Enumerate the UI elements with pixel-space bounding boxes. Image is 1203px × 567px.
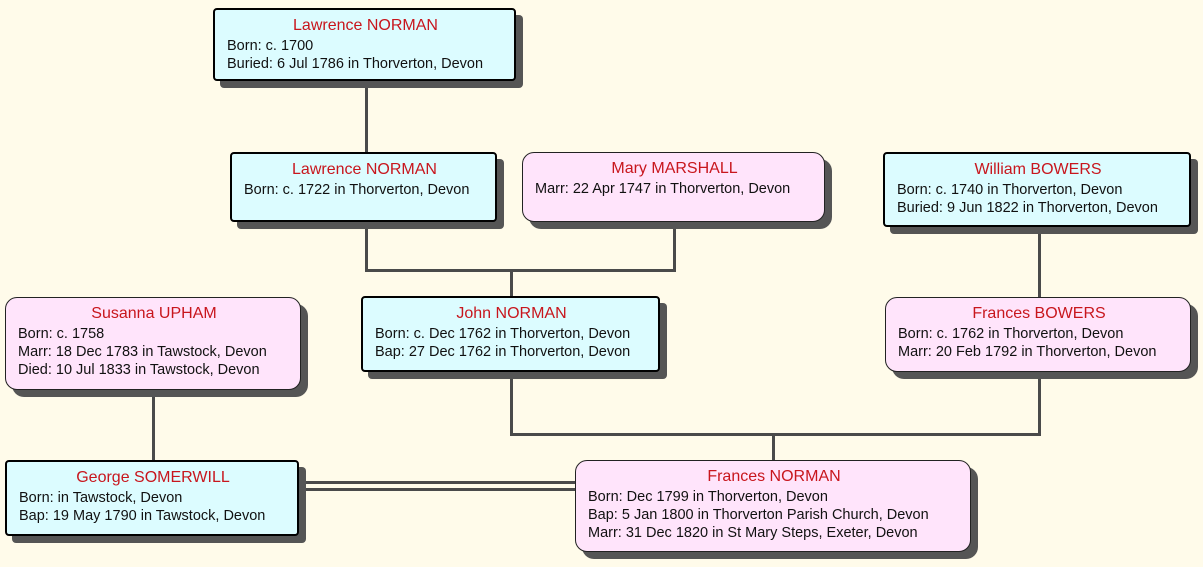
- person-detail: Born: Dec 1799 in Thorverton, Devon: [588, 489, 828, 505]
- connector-line: [1038, 227, 1041, 297]
- person-detail: Born: c. 1758: [18, 326, 105, 342]
- person-name: Lawrence NORMAN: [293, 17, 438, 34]
- person-detail: Marr: 20 Feb 1792 in Thorverton, Devon: [898, 344, 1157, 360]
- person-name: Mary MARSHALL: [611, 160, 738, 177]
- connector-line: [510, 433, 1041, 436]
- person-box-susanna-upham[interactable]: Susanna UPHAM Born: c. 1758 Marr: 18 Dec…: [5, 297, 301, 390]
- connector-line: [1038, 372, 1041, 435]
- person-detail: Marr: 18 Dec 1783 in Tawstock, Devon: [18, 344, 267, 360]
- person-detail: Buried: 9 Jun 1822 in Thorverton, Devon: [897, 200, 1158, 216]
- person-detail: Born: in Tawstock, Devon: [19, 490, 183, 506]
- person-name: John NORMAN: [456, 305, 567, 322]
- person-box-william-bowers[interactable]: William BOWERS Born: c. 1740 in Thorvert…: [883, 152, 1191, 227]
- marriage-line: [300, 481, 576, 484]
- person-box-george-somerwill[interactable]: George SOMERWILL Born: in Tawstock, Devo…: [5, 460, 299, 536]
- person-detail: Bap: 5 Jan 1800 in Thorverton Parish Chu…: [588, 507, 929, 523]
- person-name: Frances NORMAN: [707, 468, 841, 485]
- connector-line: [510, 269, 513, 297]
- person-detail: Bap: 27 Dec 1762 in Thorverton, Devon: [375, 344, 631, 360]
- person-box-lawrence-norman-1722[interactable]: Lawrence NORMAN Born: c. 1722 in Thorver…: [230, 152, 497, 222]
- person-detail: Born: c. 1722 in Thorverton, Devon: [244, 182, 470, 198]
- connector-line: [673, 222, 676, 272]
- connector-line: [365, 83, 368, 153]
- person-detail: Born: c. 1740 in Thorverton, Devon: [897, 182, 1123, 198]
- person-detail: Born: c. 1762 in Thorverton, Devon: [898, 326, 1124, 342]
- person-name: George SOMERWILL: [76, 469, 230, 486]
- marriage-line: [300, 488, 576, 491]
- connector-line: [772, 433, 775, 461]
- person-box-mary-marshall[interactable]: Mary MARSHALL Marr: 22 Apr 1747 in Thorv…: [522, 152, 825, 222]
- person-box-lawrence-norman-1700[interactable]: Lawrence NORMAN Born: c. 1700 Buried: 6 …: [213, 8, 516, 81]
- person-detail: Born: c. Dec 1762 in Thorverton, Devon: [375, 326, 631, 342]
- person-detail: Buried: 6 Jul 1786 in Thorverton, Devon: [227, 56, 484, 72]
- person-detail: Died: 10 Jul 1833 in Tawstock, Devon: [18, 362, 260, 378]
- person-name: Susanna UPHAM: [91, 305, 217, 322]
- person-box-john-norman[interactable]: John NORMAN Born: c. Dec 1762 in Thorver…: [361, 296, 660, 372]
- person-name: Frances BOWERS: [972, 305, 1106, 322]
- person-name: Lawrence NORMAN: [292, 161, 437, 178]
- person-detail: Bap: 19 May 1790 in Tawstock, Devon: [19, 508, 266, 524]
- person-detail: Born: c. 1700: [227, 38, 314, 54]
- connector-line: [365, 222, 368, 272]
- person-detail: Marr: 22 Apr 1747 in Thorverton, Devon: [535, 181, 791, 197]
- connector-line: [152, 390, 155, 461]
- connector-line: [365, 269, 676, 272]
- person-name: William BOWERS: [974, 161, 1102, 178]
- connector-line: [510, 372, 513, 435]
- person-box-frances-norman[interactable]: Frances NORMAN Born: Dec 1799 in Thorver…: [575, 460, 971, 552]
- person-box-frances-bowers[interactable]: Frances BOWERS Born: c. 1762 in Thorvert…: [885, 297, 1191, 372]
- person-detail: Marr: 31 Dec 1820 in St Mary Steps, Exet…: [588, 525, 918, 541]
